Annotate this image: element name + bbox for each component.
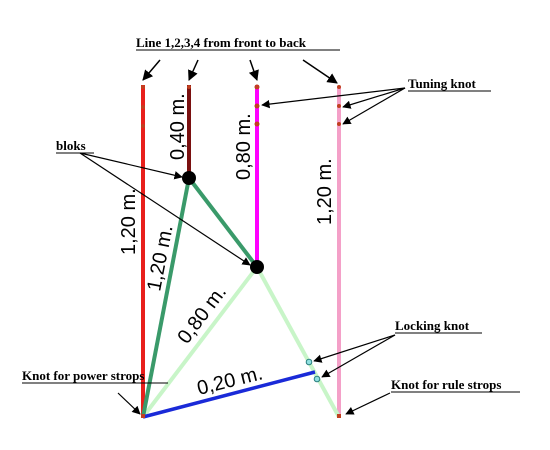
tuning-knot-line2-a	[187, 85, 191, 89]
arrow-locking-upper	[313, 334, 396, 363]
tuning-knot-line1-c	[141, 124, 145, 128]
knot-rule-strops-marker	[337, 414, 341, 418]
title-label: Line 1,2,3,4 from front to back	[136, 35, 307, 50]
arrow-title-line3	[248, 59, 259, 81]
arrow-locking-lower	[321, 334, 396, 378]
arrow-title-line2	[188, 59, 199, 81]
arrow-title-line4	[302, 59, 338, 84]
arrow-rule-strops	[345, 392, 391, 415]
measure-line3-top: 0,80 m.	[233, 113, 255, 180]
blue-strop	[142, 370, 316, 419]
tuning-knot-line4-c	[337, 85, 341, 89]
arrow-power-strops	[117, 392, 141, 415]
tuning-knot-line4-a	[337, 104, 341, 108]
knot-rule-strops-label: Knot for rule strops	[391, 377, 501, 392]
tuning-knot-label: Tuning knot	[408, 76, 476, 91]
light-green-strop-left	[141, 265, 259, 419]
tuning-knot-line3-b	[254, 103, 260, 109]
arrow-tuning-2	[342, 87, 406, 109]
locking-knot-lower	[313, 375, 321, 383]
measure-line2-top: 0,40 m.	[167, 93, 189, 160]
knot-power-strops-label: Knot for power strops	[22, 368, 144, 383]
tuning-knot-line1-a	[141, 85, 145, 89]
tuning-knot-line3-a	[254, 84, 260, 90]
arrow-bloks-lower	[79, 152, 251, 266]
green-strop	[141, 177, 191, 418]
locking-knot-upper	[305, 358, 313, 366]
arrow-bloks-upper	[79, 152, 183, 180]
measure-line1: 1,20 m.	[118, 188, 140, 255]
light-green-strop-right	[255, 266, 341, 418]
arrow-title-line1	[142, 59, 161, 81]
tuning-knot-line1-b	[141, 105, 145, 109]
block-lower	[250, 260, 264, 274]
measure-line4: 1,20 m.	[314, 158, 336, 225]
arrow-tuning-1	[261, 87, 406, 109]
knot-power-strops-marker	[141, 414, 145, 418]
tuning-knot-line3-c	[254, 121, 260, 127]
locking-knot-label: Locking knot	[395, 318, 470, 333]
bloks-label: bloks	[56, 138, 86, 153]
arrow-tuning-3	[342, 87, 406, 125]
tuning-knot-line4-b	[337, 122, 341, 126]
block-upper	[182, 171, 196, 185]
green-strop-to-block	[187, 176, 259, 269]
